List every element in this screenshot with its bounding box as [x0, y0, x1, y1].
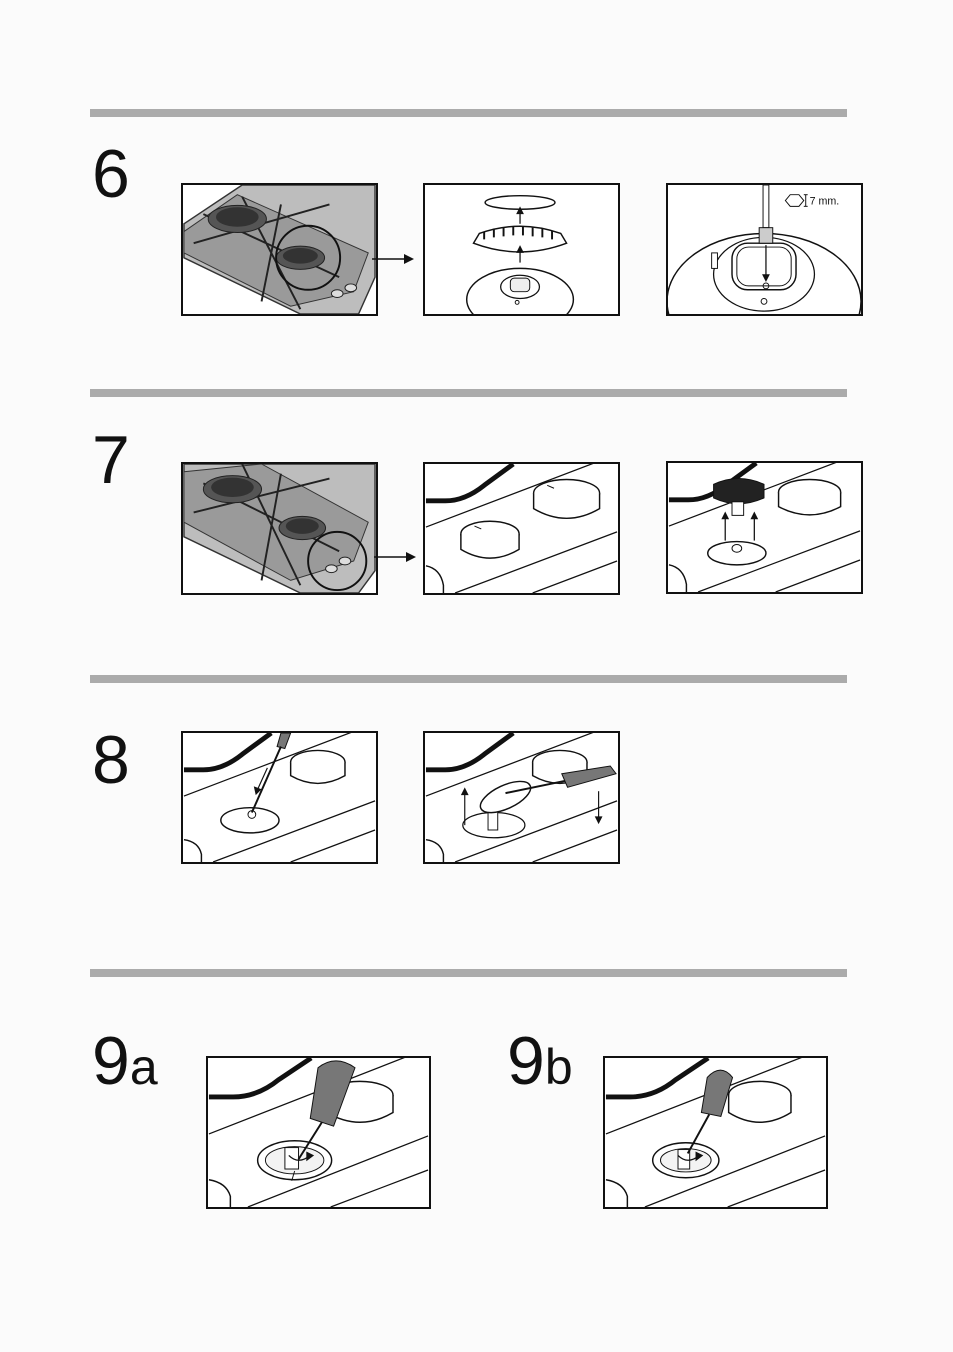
step6-injector-detail: 7 mm.: [666, 183, 863, 316]
step-number-6: 6: [92, 140, 130, 208]
step-number-9a: 9a: [92, 1027, 158, 1095]
step6-burner-exploded: [423, 183, 620, 316]
section-divider-7: [90, 389, 847, 397]
step-number-8: 8: [92, 726, 130, 794]
hex-wrench-icon: [785, 195, 803, 207]
step8-lever-cover: [423, 731, 620, 864]
section-divider-9: [90, 969, 847, 977]
step9b-adjust-screw: [603, 1056, 828, 1209]
step-number-9b-digit: 9: [507, 1023, 545, 1099]
step7-knobs: [423, 462, 620, 595]
step-number-7: 7: [92, 426, 130, 494]
wrench-size-label: 7 mm.: [810, 195, 840, 207]
step6-hob-overview: [181, 183, 378, 316]
step9a-adjust-screw: [206, 1056, 431, 1209]
section-divider-6: [90, 109, 847, 117]
screwdriver-icon: [701, 1070, 732, 1116]
step7-hob-overview: [181, 462, 378, 595]
step-number-9a-letter: a: [130, 1039, 158, 1095]
step-number-9b: 9b: [507, 1027, 573, 1095]
step-number-9b-letter: b: [545, 1039, 573, 1095]
step6-arrow: [372, 252, 414, 266]
step7-arrow: [374, 550, 416, 564]
screwdriver-icon: [277, 733, 291, 749]
step8-screwdriver-insert: [181, 731, 378, 864]
knob-icon: [714, 479, 764, 504]
section-divider-8: [90, 675, 847, 683]
step7-knob-removal: [666, 461, 863, 594]
step-number-9a-digit: 9: [92, 1023, 130, 1099]
